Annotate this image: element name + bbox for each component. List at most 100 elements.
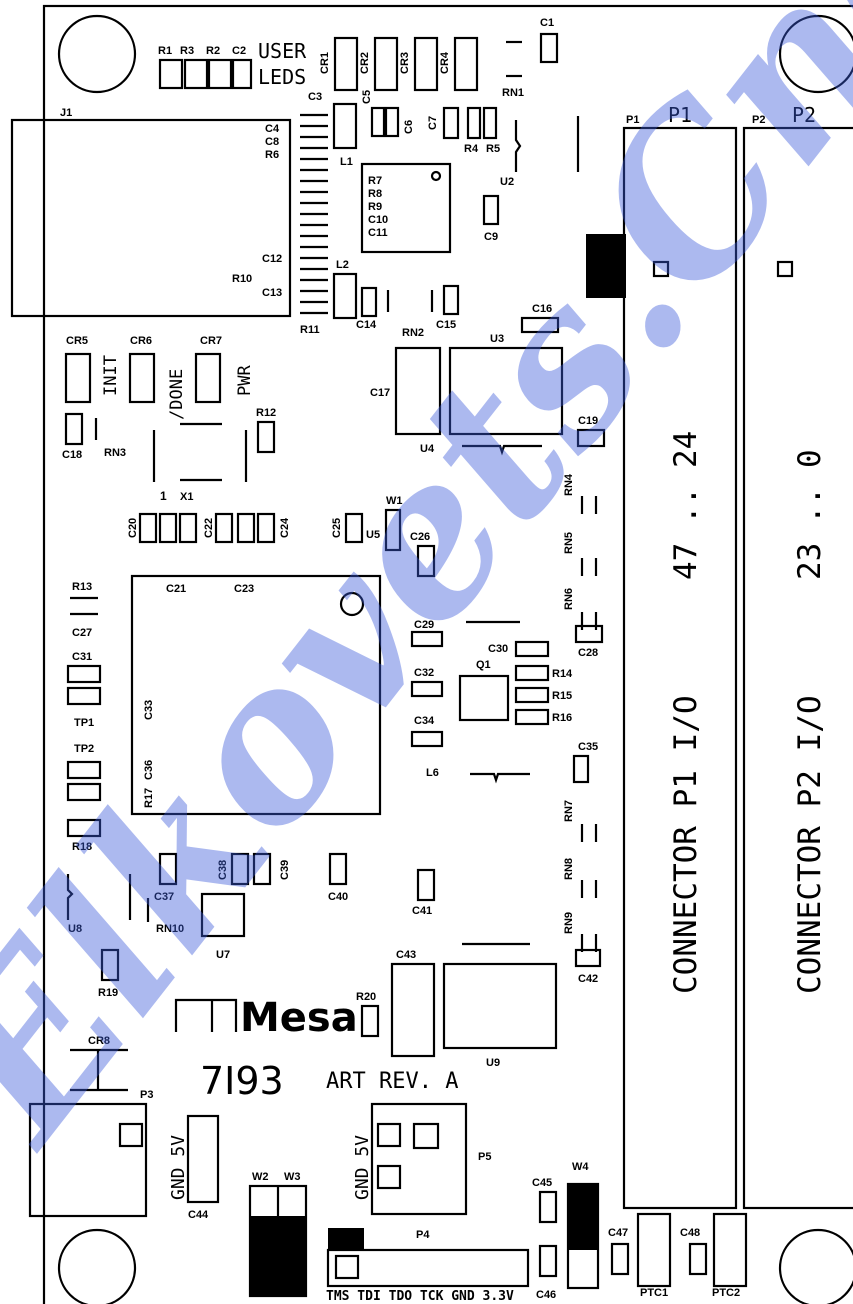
ref-c2: C2 bbox=[232, 45, 246, 57]
u9-chip bbox=[442, 962, 558, 1050]
ref-c32: C32 bbox=[414, 667, 434, 679]
ref-ptc1: PTC1 bbox=[640, 1287, 668, 1299]
ref-rn8: RN8 bbox=[563, 858, 575, 880]
ref-r14: R14 bbox=[552, 668, 573, 680]
ref-c6: C6 bbox=[403, 120, 415, 134]
ref-j1: J1 bbox=[60, 107, 72, 119]
ref-ptc2: PTC2 bbox=[712, 1287, 740, 1299]
led-label-pwr: PWR bbox=[235, 365, 255, 396]
ref-r10: R10 bbox=[232, 273, 252, 285]
ref-c5: C5 bbox=[361, 90, 373, 104]
ref-tp2: TP2 bbox=[74, 743, 94, 755]
p1-ref: P1 bbox=[668, 103, 692, 127]
ref-c19: C19 bbox=[578, 415, 598, 427]
ref-l1: L1 bbox=[340, 156, 353, 168]
ref-c44: C44 bbox=[188, 1209, 209, 1221]
p2-ref-small: P2 bbox=[752, 114, 765, 126]
ref-c4: C4 bbox=[265, 123, 280, 135]
ref-cr8: CR8 bbox=[88, 1035, 110, 1047]
ref-l2: L2 bbox=[336, 259, 349, 271]
p3-label: GND 5V bbox=[168, 1135, 189, 1200]
ref-rn6: RN6 bbox=[563, 588, 575, 610]
ref-cr1: CR1 bbox=[319, 52, 331, 74]
p4-pin-labels: TMS TDI TDO TCK GND 3.3V bbox=[326, 1289, 514, 1304]
ref-rn5: RN5 bbox=[563, 532, 575, 554]
cap-row-c20-c24: C20 C22 C24 bbox=[127, 512, 291, 544]
ref-c11: C11 bbox=[368, 227, 388, 239]
ref-r4: R4 bbox=[464, 143, 479, 155]
ref-c15: C15 bbox=[436, 319, 456, 331]
mounting-hole-tr bbox=[778, 14, 853, 94]
ref-l6: L6 bbox=[426, 767, 439, 779]
ref-c8: C8 bbox=[265, 136, 279, 148]
ref-c12: C12 bbox=[262, 253, 282, 265]
p2-title: CONNECTOR P2 I/O bbox=[792, 695, 828, 994]
user-led-resistors: R1 R3 R2 C2 USER LEDS bbox=[158, 39, 307, 90]
ref-r13: R13 bbox=[72, 581, 92, 593]
user-leds-label-2: LEDS bbox=[258, 65, 306, 89]
ref-c21: C21 bbox=[166, 583, 186, 595]
ref-u2: U2 bbox=[500, 176, 514, 188]
ref-cr5: CR5 bbox=[66, 335, 88, 347]
ref-c20: C20 bbox=[127, 518, 139, 538]
ref-tp1: TP1 bbox=[74, 717, 94, 729]
ref-cr6: CR6 bbox=[130, 335, 152, 347]
ref-rn2: RN2 bbox=[402, 327, 424, 339]
mesa-logo: Mesa bbox=[174, 995, 358, 1041]
connector-p1: P1 P1 CONNECTOR P1 I/O 47 .. 24 bbox=[622, 103, 738, 1210]
p2-ref: P2 bbox=[792, 103, 816, 127]
logo-text: Mesa bbox=[240, 995, 358, 1041]
ref-c9: C9 bbox=[484, 231, 498, 243]
ref-r1: R1 bbox=[158, 45, 172, 57]
fpga-chip bbox=[130, 574, 382, 816]
led-label-init: INIT bbox=[101, 355, 121, 396]
ref-c22: C22 bbox=[203, 518, 215, 538]
ref-r11: R11 bbox=[300, 324, 320, 336]
ref-r12: R12 bbox=[256, 407, 276, 419]
ref-rn10: RN10 bbox=[156, 923, 184, 935]
ref-cr4: CR4 bbox=[439, 51, 451, 74]
ref-u8: U8 bbox=[68, 923, 82, 935]
led-label-done: /DONE bbox=[167, 369, 187, 420]
ref-c18: C18 bbox=[62, 449, 82, 461]
ref-r8: R8 bbox=[368, 188, 382, 200]
ref-c10: C10 bbox=[368, 214, 388, 226]
ref-r19: R19 bbox=[98, 987, 118, 999]
phy-chip bbox=[360, 162, 452, 254]
ref-c36: C36 bbox=[143, 760, 155, 780]
ref-rn9: RN9 bbox=[563, 912, 575, 934]
ref-c30: C30 bbox=[488, 643, 508, 655]
ref-c33: C33 bbox=[143, 700, 155, 720]
j1-rj45-jack bbox=[10, 118, 292, 318]
jumper-w2-w3 bbox=[250, 1216, 306, 1296]
ref-c38: C38 bbox=[217, 860, 229, 880]
ref-c27: C27 bbox=[72, 627, 92, 639]
ref-c29: C29 bbox=[414, 619, 434, 631]
ref-c34: C34 bbox=[414, 715, 435, 727]
ref-r2: R2 bbox=[206, 45, 220, 57]
ref-w1: W1 bbox=[386, 495, 403, 507]
board-revision: ART REV. A bbox=[326, 1069, 458, 1094]
p1-ref-small: P1 bbox=[626, 114, 639, 126]
ref-c7: C7 bbox=[427, 116, 439, 130]
ref-u9: U9 bbox=[486, 1057, 500, 1069]
ref-x1: X1 bbox=[180, 491, 193, 503]
ref-u5: U5 bbox=[366, 529, 380, 541]
ref-rn3: RN3 bbox=[104, 447, 126, 459]
jumper-w4 bbox=[568, 1184, 598, 1250]
ref-r5: R5 bbox=[486, 143, 500, 155]
ref-c47: C47 bbox=[608, 1227, 628, 1239]
user-leds-label-1: USER bbox=[258, 39, 307, 63]
ref-w3: W3 bbox=[284, 1171, 301, 1183]
ref-cr7: CR7 bbox=[200, 335, 222, 347]
ref-c46: C46 bbox=[536, 1289, 556, 1301]
ref-u4: U4 bbox=[420, 443, 435, 455]
ref-q1: Q1 bbox=[476, 659, 491, 671]
mounting-hole-tl bbox=[57, 14, 137, 94]
user-leds-cr1-cr4: CR1 CR2 CR3 CR4 bbox=[319, 36, 479, 92]
ref-rn7: RN7 bbox=[563, 800, 575, 822]
ref-r15: R15 bbox=[552, 690, 572, 702]
ref-c28: C28 bbox=[578, 647, 598, 659]
ref-c42: C42 bbox=[578, 973, 598, 985]
ref-r18: R18 bbox=[72, 841, 92, 853]
